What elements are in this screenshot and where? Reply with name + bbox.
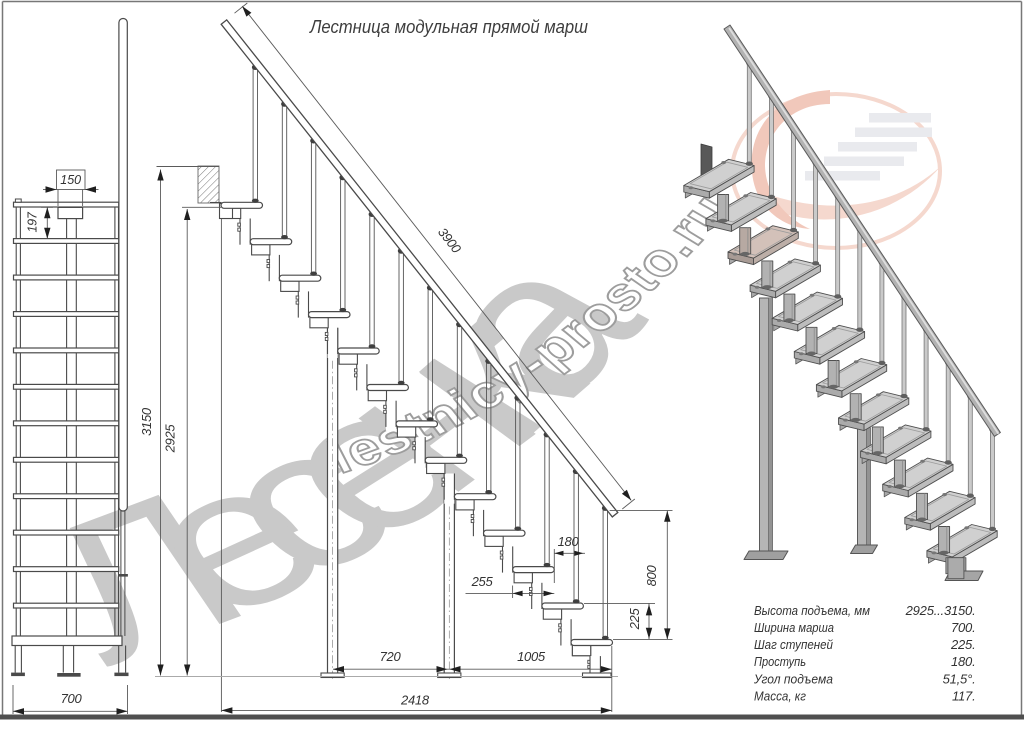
svg-text:150: 150 [60, 173, 81, 187]
svg-text:800: 800 [644, 565, 659, 587]
svg-text:225: 225 [627, 608, 642, 631]
svg-text:2925: 2925 [162, 424, 177, 454]
svg-text:720: 720 [380, 649, 402, 664]
svg-text:180: 180 [558, 534, 580, 549]
svg-text:180.: 180. [951, 654, 976, 669]
svg-text:197: 197 [26, 211, 40, 232]
svg-text:Лестница модульная прямой марш: Лестница модульная прямой марш [309, 17, 588, 37]
svg-text:Масса, кг: Масса, кг [754, 689, 807, 704]
svg-text:255: 255 [471, 574, 494, 589]
svg-text:700.: 700. [951, 620, 976, 635]
svg-text:Высота подъема, мм: Высота подъема, мм [754, 603, 870, 618]
svg-text:Шаг ступеней: Шаг ступеней [754, 637, 833, 652]
svg-text:Ширина марша: Ширина марша [754, 620, 834, 635]
svg-text:2925...3150.: 2925...3150. [905, 603, 976, 618]
svg-text:117.: 117. [952, 689, 976, 704]
svg-text:Угол подъема: Угол подъема [753, 671, 833, 686]
svg-text:225.: 225. [950, 637, 976, 652]
svg-text:3150: 3150 [139, 407, 154, 436]
svg-text:700: 700 [61, 691, 83, 706]
svg-text:Проступь: Проступь [754, 654, 806, 669]
svg-text:2418: 2418 [400, 693, 430, 708]
svg-text:1005: 1005 [517, 649, 546, 664]
svg-text:51,5°.: 51,5°. [943, 671, 976, 686]
